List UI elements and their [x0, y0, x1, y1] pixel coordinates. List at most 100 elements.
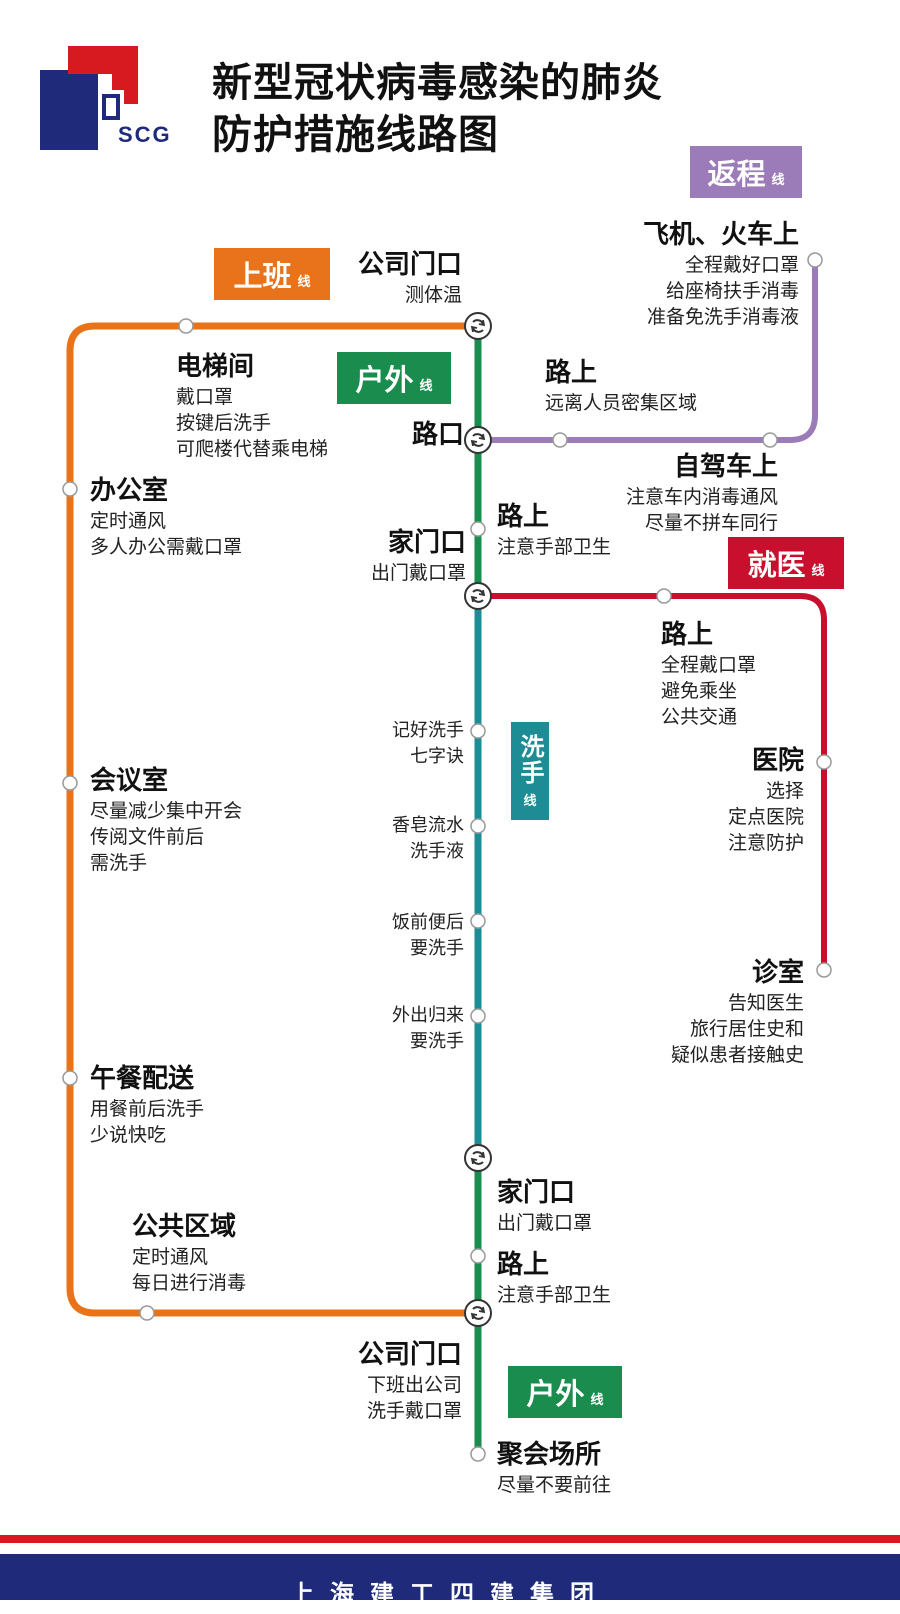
badge-suffix: 线 — [297, 274, 311, 290]
stop-road-medical: 路上 全程戴口罩 避免乘坐 公共交通 — [661, 618, 756, 730]
stop-desc: 下班出公司 — [366, 1374, 462, 1396]
stop-desc: 外出归来 — [392, 1005, 464, 1026]
stop-name: 自驾车上 — [673, 452, 778, 482]
station-dot — [816, 962, 832, 978]
page-title-line2: 防护措施线路图 — [212, 112, 499, 158]
stop-desc: 戴口罩 — [176, 386, 234, 408]
badge-suffix: 线 — [419, 378, 433, 394]
stop-self-drive: 自驾车上 注意车内消毒通风 尽量不拼车同行 — [626, 450, 778, 536]
station-dot — [62, 481, 78, 497]
badge-label: 户外 — [355, 363, 414, 397]
stop-office: 办公室 定时通风 多人办公需戴口罩 — [90, 474, 242, 560]
commute-line-badge: 上班 线 — [214, 248, 330, 300]
station-dot — [762, 432, 778, 448]
station-dot — [816, 754, 832, 770]
badge-suffix: 线 — [811, 563, 825, 579]
station-dot — [178, 318, 194, 334]
stop-desc: 按键后洗手 — [176, 412, 272, 434]
stop-desc: 避免乘坐 — [661, 680, 738, 702]
stop-company-gate-bottom: 公司门口 下班出公司 洗手戴口罩 — [358, 1338, 462, 1424]
outdoor-line-badge-top: 户外 线 — [337, 352, 451, 404]
stop-wash-2: 香皂流水 洗手液 — [392, 813, 464, 865]
badge-suffix: 线 — [590, 1392, 604, 1408]
footer-red-stripe — [0, 1535, 900, 1543]
stop-desc: 选择 — [765, 780, 804, 802]
stop-home-gate-upper: 家门口 出门戴口罩 — [371, 526, 466, 586]
stop-desc: 注意手部卫生 — [497, 1284, 612, 1306]
outdoor-line-badge-bottom: 户外 线 — [508, 1366, 622, 1418]
transfer-icon — [464, 1299, 492, 1327]
badge-label: 上班 — [233, 259, 292, 293]
station-dot — [62, 775, 78, 791]
station-dot — [656, 588, 672, 604]
stop-name: 公共区域 — [132, 1212, 237, 1242]
station-dot — [470, 1008, 486, 1024]
stop-name: 公司门口 — [357, 1340, 462, 1370]
commute-line — [66, 322, 478, 1317]
stop-desc: 要洗手 — [410, 1031, 464, 1052]
stop-road-upper: 路上 注意手部卫生 — [497, 500, 611, 560]
transfer-icon — [464, 426, 492, 454]
stop-name: 路上 — [545, 358, 598, 388]
medical-line — [478, 593, 827, 970]
stop-wash-4: 外出归来 要洗手 — [392, 1003, 464, 1055]
stop-name: 公司门口 — [357, 250, 462, 280]
stop-desc: 注意车内消毒通风 — [625, 486, 778, 508]
stop-name: 医院 — [751, 746, 804, 776]
page-title-line1: 新型冠状病毒感染的肺炎 — [212, 60, 663, 106]
stop-desc: 测体温 — [404, 284, 462, 306]
stop-desc: 注意防护 — [727, 832, 804, 854]
badge-suffix: 线 — [523, 793, 537, 809]
medical-line-badge: 就医 线 — [728, 537, 844, 589]
scg-logo: SCG — [40, 46, 186, 150]
stop-elevator: 电梯间 戴口罩 按键后洗手 可爬楼代替乘电梯 — [176, 350, 328, 462]
stop-desc: 要洗手 — [410, 938, 464, 959]
station-dot — [470, 1248, 486, 1264]
stop-desc: 传阅文件前后 — [90, 826, 205, 848]
stop-desc: 出门戴口罩 — [497, 1212, 593, 1234]
stop-wash-1: 记好洗手 七字诀 — [392, 718, 464, 770]
stop-name: 诊室 — [751, 958, 804, 988]
stop-desc: 尽量不要前往 — [497, 1474, 612, 1496]
station-dot — [470, 913, 486, 929]
stop-desc: 洗手戴口罩 — [366, 1400, 462, 1422]
stop-desc: 可爬楼代替乘电梯 — [176, 438, 329, 460]
stop-desc: 用餐前后洗手 — [90, 1098, 205, 1120]
return-line — [478, 260, 818, 443]
stop-name: 路上 — [661, 620, 714, 650]
station-dot — [470, 723, 486, 739]
station-dot — [470, 818, 486, 834]
station-dot — [552, 432, 568, 448]
stop-desc: 香皂流水 — [392, 815, 464, 836]
stop-desc: 洗手液 — [410, 841, 464, 862]
transfer-icon — [464, 312, 492, 340]
stop-name: 家门口 — [497, 1178, 576, 1208]
stop-name: 路上 — [497, 502, 550, 532]
stop-desc: 全程戴好口罩 — [684, 254, 799, 276]
stop-desc: 准备免洗手消毒液 — [646, 306, 799, 328]
stop-name: 路上 — [497, 1250, 550, 1280]
stop-clinic: 诊室 告知医生 旅行居住史和 疑似患者接触史 — [671, 956, 804, 1068]
station-dot — [62, 1070, 78, 1086]
stop-desc: 每日进行消毒 — [132, 1272, 247, 1294]
stop-road-return: 路上 远离人员密集区域 — [545, 356, 697, 416]
stop-name: 飞机、火车上 — [642, 220, 799, 250]
badge-label: 户外 — [526, 1377, 585, 1411]
stop-desc: 七字诀 — [410, 746, 464, 767]
stop-desc: 定点医院 — [727, 806, 804, 828]
stop-lunch: 午餐配送 用餐前后洗手 少说快吃 — [90, 1062, 204, 1148]
stop-desc: 需洗手 — [90, 852, 148, 874]
badge-label: 洗手 — [516, 733, 544, 786]
stop-desc: 多人办公需戴口罩 — [90, 536, 243, 558]
stop-road-lower: 路上 注意手部卫生 — [497, 1248, 611, 1308]
badge-label: 返程 — [707, 157, 766, 191]
stop-desc: 远离人员密集区域 — [545, 392, 698, 414]
stop-desc: 定时通风 — [132, 1246, 209, 1268]
badge-suffix: 线 — [771, 172, 785, 188]
footer-company-name: 上海建工四建集团 — [290, 1580, 610, 1608]
stop-name: 家门口 — [387, 528, 466, 558]
stop-name: 午餐配送 — [90, 1064, 195, 1094]
stop-name: 路口 — [411, 420, 464, 450]
stop-desc: 记好洗手 — [392, 720, 464, 741]
